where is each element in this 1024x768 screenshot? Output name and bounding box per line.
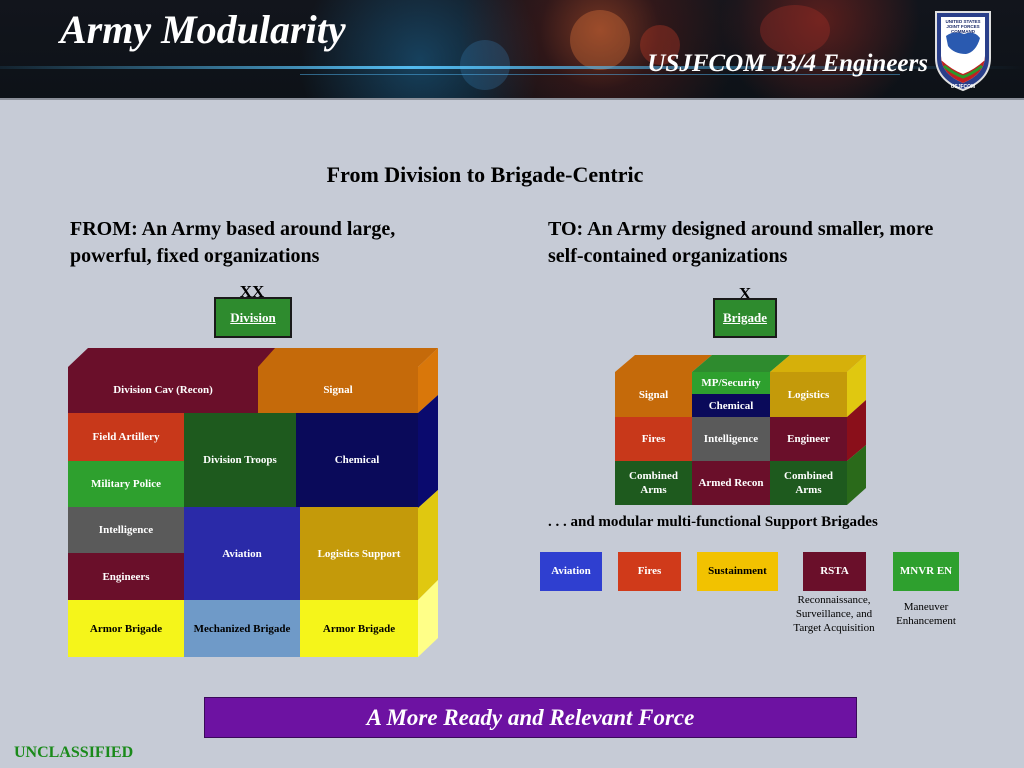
division-side-signal: [418, 348, 438, 413]
slogan-banner: A More Ready and Relevant Force: [204, 697, 857, 738]
banner-divider: [0, 98, 1024, 100]
support-mnvr-en-box: MNVR EN: [893, 552, 959, 591]
support-rsta-box: RSTA: [803, 552, 866, 591]
to-description: TO: An Army designed around smaller, mor…: [548, 218, 934, 267]
division-intelligence-cell: Intelligence: [68, 507, 184, 553]
division-cav-recon-cell: Division Cav (Recon): [68, 367, 258, 413]
support-brigades-note: . . . and modular multi-functional Suppo…: [548, 514, 878, 530]
brigade-side-engineer: [847, 400, 866, 461]
brigade-armed-recon-cell: Armed Recon: [692, 461, 770, 505]
division-block-3d-frame: [68, 348, 438, 657]
bokeh-light: [460, 40, 510, 90]
svg-text:USJFCOM: USJFCOM: [951, 84, 975, 90]
division-military-police-cell: Military Police: [68, 461, 184, 507]
svg-text:UNITED STATES: UNITED STATES: [945, 19, 980, 24]
bokeh-light: [760, 5, 830, 55]
brigade-signal-cell: Signal: [615, 372, 692, 417]
division-armor-brigade-right-cell: Armor Brigade: [300, 600, 418, 657]
svg-text:JOINT FORCES: JOINT FORCES: [946, 24, 979, 29]
support-fires-box: Fires: [618, 552, 681, 591]
bokeh-light: [570, 10, 630, 70]
usjfcom-seal-logo: UNITED STATES JOINT FORCES COMMAND USJFC…: [935, 11, 991, 92]
mnvr-en-description: Maneuver Enhancement: [896, 601, 956, 627]
division-field-artillery-cell: Field Artillery: [68, 413, 184, 461]
from-description: FROM: An Army based around large, powerf…: [70, 218, 396, 267]
division-unit-box: Division: [214, 297, 292, 338]
classification-label: UNCLASSIFIED: [14, 744, 134, 761]
brigade-block-3d-frame: [615, 355, 866, 505]
brigade-mp-security-cell: MP/Security: [692, 372, 770, 394]
header-banner: Army Modularity USJFCOM J3/4 Engineers U…: [0, 0, 1024, 98]
page-title: Army Modularity: [60, 7, 346, 52]
brigade-combined-arms-right-cell: Combined Arms: [770, 461, 847, 505]
division-side-armor: [418, 580, 438, 657]
brigade-intelligence-cell: Intelligence: [692, 417, 770, 461]
organization-title: USJFCOM J3/4 Engineers: [647, 50, 928, 77]
brigade-side-combined-arms: [847, 445, 866, 505]
division-mechanized-brigade-cell: Mechanized Brigade: [184, 600, 300, 657]
division-aviation-cell: Aviation: [184, 507, 300, 600]
division-top-face-cav: [68, 348, 315, 367]
slide-subtitle: From Division to Brigade-Centric: [326, 162, 644, 187]
brigade-side-logistics: [847, 355, 866, 417]
brigade-top-face-logistics: [770, 355, 866, 372]
support-aviation-box: Aviation: [540, 552, 602, 591]
brigade-fires-cell: Fires: [615, 417, 692, 461]
division-top-face-signal: [258, 348, 438, 367]
light-streak: [300, 74, 900, 75]
brigade-engineer-cell: Engineer: [770, 417, 847, 461]
division-engineers-cell: Engineers: [68, 553, 184, 600]
division-side-logistics: [418, 490, 438, 600]
light-streak: [0, 66, 1024, 69]
division-echelon-symbol: XX: [239, 282, 265, 301]
division-troops-cell: Division Troops: [184, 413, 296, 507]
brigade-unit-box: Brigade: [713, 298, 777, 338]
rsta-description: Reconnaissance, Surveillance, and Target…: [793, 594, 875, 634]
division-signal-cell: Signal: [258, 367, 418, 413]
brigade-top-face-signal: [615, 355, 712, 372]
division-side-chemical: [418, 395, 438, 508]
svg-text:COMMAND: COMMAND: [951, 29, 976, 34]
brigade-combined-arms-left-cell: Combined Arms: [615, 461, 692, 505]
brigade-chemical-cell: Chemical: [692, 394, 770, 417]
brigade-logistics-cell: Logistics: [770, 372, 847, 417]
division-logistics-support-cell: Logistics Support: [300, 507, 418, 600]
division-armor-brigade-left-cell: Armor Brigade: [68, 600, 184, 657]
bokeh-light: [640, 25, 680, 65]
brigade-top-face-mp: [692, 355, 790, 372]
division-chemical-cell: Chemical: [296, 413, 418, 507]
support-sustainment-box: Sustainment: [697, 552, 778, 591]
